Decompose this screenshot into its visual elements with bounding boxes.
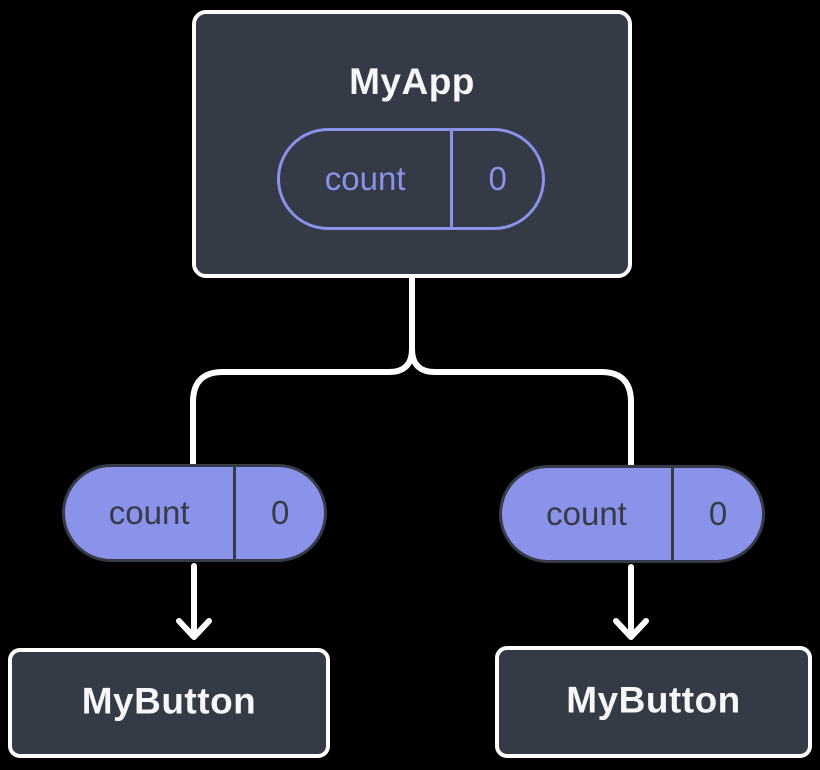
arrow-head-left: [176, 618, 212, 640]
prop-pill-left-label: count: [108, 494, 190, 531]
arrow-head-right: [613, 618, 649, 640]
state-pill: count 0: [277, 128, 545, 230]
myapp-component-box: MyApp: [192, 10, 632, 278]
mybutton-left-title: MyButton: [81, 680, 257, 722]
mybutton-right-component-box: MyButton: [495, 646, 812, 758]
prop-pill-left-value: 0: [233, 467, 324, 559]
prop-pill-right-value: 0: [671, 468, 762, 560]
state-pill-label: count: [324, 160, 406, 197]
prop-pill-right: count 0: [499, 465, 765, 563]
branch-line-right: [409, 273, 634, 469]
mybutton-right-title: MyButton: [566, 679, 741, 721]
prop-pill-left: count 0: [62, 464, 327, 562]
prop-pill-right-label: count: [546, 495, 627, 532]
state-pill-value: 0: [450, 131, 542, 227]
branch-line-left: [190, 273, 415, 469]
myapp-title: MyApp: [349, 61, 475, 102]
mybutton-left-component-box: MyButton: [8, 648, 330, 758]
